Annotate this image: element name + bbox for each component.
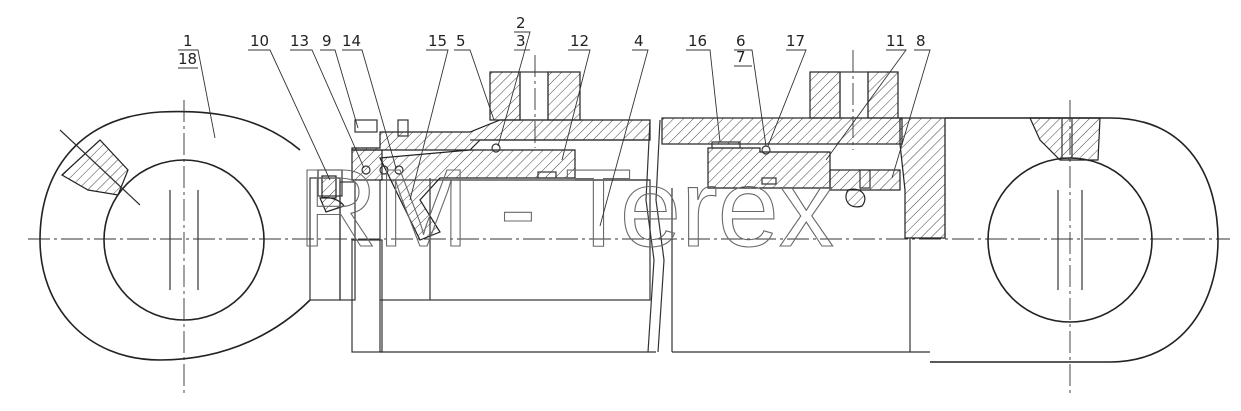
callout-9: 9 xyxy=(322,32,332,50)
callout-4: 4 xyxy=(634,32,644,50)
callout-8: 8 xyxy=(916,32,926,50)
callout-14: 14 xyxy=(342,32,361,50)
callout-2: 2 xyxy=(516,14,526,32)
callout-3: 3 xyxy=(516,32,526,50)
right-cap-eye xyxy=(930,100,1219,396)
callout-1: 1 xyxy=(183,32,193,50)
callout-6: 6 xyxy=(736,32,746,50)
cylinder-barrel-right xyxy=(661,50,946,353)
callout-10: 10 xyxy=(250,32,269,50)
cylinder-barrel xyxy=(470,55,665,353)
callout-11: 11 xyxy=(886,32,905,50)
callout-17: 17 xyxy=(786,32,805,50)
callout-leaders xyxy=(178,31,931,227)
callout-7: 7 xyxy=(736,48,746,66)
callout-5: 5 xyxy=(456,32,466,50)
callout-15: 15 xyxy=(428,32,447,50)
piston-rod xyxy=(309,169,656,353)
callout-13: 13 xyxy=(290,32,309,50)
callout-labels: 1 18 10 13 9 14 15 5 2 3 12 4 16 6 7 17 … xyxy=(178,14,926,68)
callout-18: 18 xyxy=(178,50,197,68)
callout-12: 12 xyxy=(570,32,589,50)
left-rod-eye xyxy=(39,100,311,396)
watermark: RM - Terex xyxy=(298,147,834,270)
callout-16: 16 xyxy=(688,32,707,50)
